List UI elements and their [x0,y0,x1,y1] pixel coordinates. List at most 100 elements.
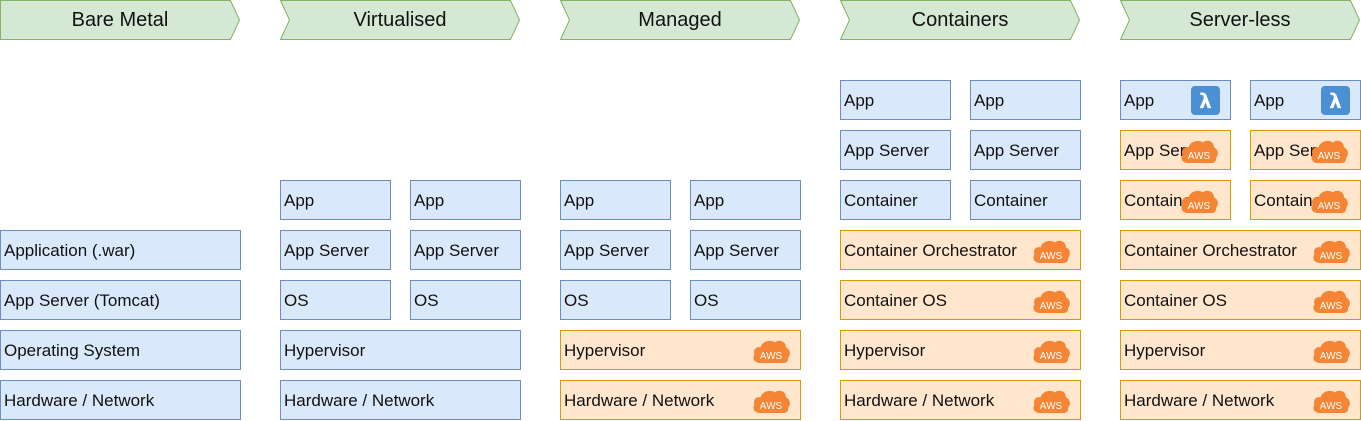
column-title: Containers [911,9,1009,31]
layer-label: App [414,191,445,210]
chevron-arrow-shape [280,0,520,40]
layer-container-orchestrator: Container Orchestrator AWS [840,230,1081,270]
layer-label: OS [284,291,309,310]
layer-app-server: App Server [410,230,521,270]
layer-app-server: App Server [840,130,951,170]
layer-app-server: App Server [560,230,671,270]
aws-cloud-icon: AWS [1033,240,1070,263]
aws-cloud-icon: AWS [1033,390,1070,413]
aws-cloud-icon: AWS [1313,240,1350,263]
chevron-arrow-shape [840,0,1080,40]
aws-cloud-icon: AWS [1033,340,1070,363]
layer-container-os: Container OS AWS [1120,280,1361,320]
layer-label: Container [1124,191,1198,210]
aws-text: AWS [1320,301,1343,312]
layer-label: Hardware / Network [844,391,995,410]
aws-text: AWS [1040,351,1063,362]
aws-cloud-icon: AWS [1313,390,1350,413]
aws-cloud-icon: AWS [753,390,790,413]
aws-text: AWS [1188,201,1211,212]
layer-container: Container [970,180,1081,220]
layer-os: OS [410,280,521,320]
aws-text: AWS [1320,351,1343,362]
layer-hypervisor: Hypervisor [280,330,521,370]
aws-cloud-icon: AWS [1313,340,1350,363]
layer-hardware-network: Hardware / Network [0,380,241,420]
column-header-managed: Managed [560,0,800,40]
aws-cloud-icon: AWS [1033,290,1070,313]
layer-app: App [840,80,951,120]
aws-text: AWS [760,401,783,412]
layer-label: Hardware / Network [564,391,715,410]
layer-app-server: App Server AWS [1250,130,1361,170]
aws-text: AWS [1040,301,1063,312]
layer-label: App [564,191,595,210]
layer-app: App [560,180,671,220]
layer-application: Application (.war) [0,230,241,270]
layer-hardware-network: Hardware / Network [280,380,521,420]
layer-label: OS [414,291,439,310]
layer-container: Container AWS [1120,180,1231,220]
layer-label: Container Orchestrator [844,241,1017,260]
layer-app-server: App Server [280,230,391,270]
layer-hypervisor: Hypervisor AWS [560,330,801,370]
layer-operating-system: Operating System [0,330,241,370]
layer-container: Container AWS [1250,180,1361,220]
layer-label: App [1254,91,1285,110]
layer-label: App Server [694,241,780,260]
layer-label: App [284,191,315,210]
column-title: Bare Metal [71,9,169,31]
layer-label: Container Orchestrator [1124,241,1297,260]
aws-text: AWS [760,351,783,362]
layer-hypervisor: Hypervisor AWS [1120,330,1361,370]
layer-app: App [410,180,521,220]
aws-text: AWS [1320,401,1343,412]
layer-os: OS [280,280,391,320]
chevron-arrow-shape [0,0,240,40]
column-header-server-less: Server-less [1120,0,1360,40]
layer-container-orchestrator: Container Orchestrator AWS [1120,230,1361,270]
lambda-glyph: λ [1199,89,1212,113]
layer-os: OS [560,280,671,320]
column-header-containers: Containers [840,0,1080,40]
layer-label: App Server [414,241,500,260]
layer-label: Hypervisor [564,341,646,360]
layer-label: Hypervisor [844,341,926,360]
layer-label: Application (.war) [4,241,136,260]
layer-label: App [844,91,875,110]
layer-label: Container [1254,191,1328,210]
layer-os: OS [690,280,801,320]
aws-text: AWS [1040,251,1063,262]
layer-hardware-network: Hardware / Network AWS [840,380,1081,420]
aws-text: AWS [1318,151,1341,162]
aws-cloud-icon: AWS [1311,140,1348,163]
layer-label: App Server (Tomcat) [4,291,160,310]
layer-label: OS [564,291,589,310]
aws-cloud-icon: AWS [1181,190,1218,213]
layer-app-server: App Server [970,130,1081,170]
column-title: Managed [638,9,722,31]
layer-label: Container [844,191,918,210]
aws-text: AWS [1320,251,1343,262]
layer-label: Hardware / Network [284,391,435,410]
layer-label: Container OS [844,291,947,310]
aws-cloud-icon: AWS [1313,290,1350,313]
layer-label: Hypervisor [1124,341,1206,360]
column-header-bare-metal: Bare Metal [0,0,240,40]
column-title: Virtualised [353,9,447,31]
layer-app: App λ [1120,80,1231,120]
lambda-icon: λ [1321,86,1350,115]
layer-label: Hypervisor [284,341,366,360]
lambda-icon: λ [1191,86,1220,115]
layer-label: Container [974,191,1048,210]
chevron-arrow-shape [560,0,800,40]
layer-app: App [970,80,1081,120]
layer-label: Container OS [1124,291,1227,310]
layer-label: App [694,191,725,210]
layer-label: OS [694,291,719,310]
layer-label: App Server [844,141,930,160]
aws-cloud-icon: AWS [1181,140,1218,163]
layer-label: Operating System [4,341,141,360]
layer-hardware-network: Hardware / Network AWS [1120,380,1361,420]
layer-label: Hardware / Network [1124,391,1275,410]
